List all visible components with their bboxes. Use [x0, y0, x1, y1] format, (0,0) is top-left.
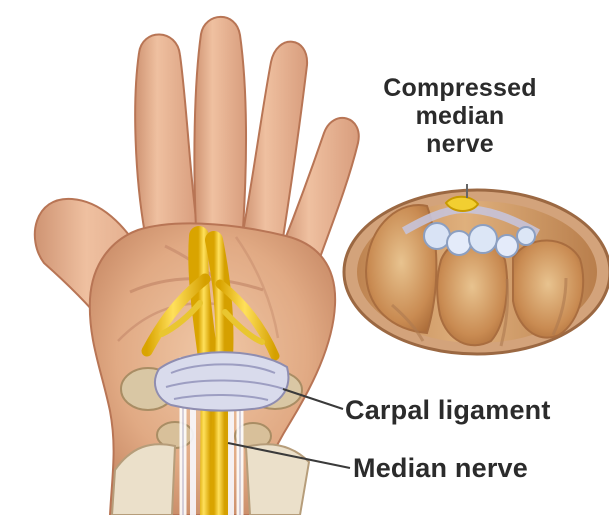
compressed-label-line-3: nerve [360, 130, 560, 158]
middle-finger [194, 17, 246, 229]
compressed-median-nerve-label: Compressed median nerve [360, 74, 560, 158]
median-nerve-label: Median nerve [353, 455, 528, 482]
carpal-ligament-drawing [155, 352, 288, 410]
compressed-label-line-2: median [360, 102, 560, 130]
carpal-ligament-label: Carpal ligament [345, 397, 551, 424]
index-finger [135, 34, 198, 234]
compressed-label-line-1: Compressed [360, 74, 560, 102]
cross-section [344, 184, 609, 354]
